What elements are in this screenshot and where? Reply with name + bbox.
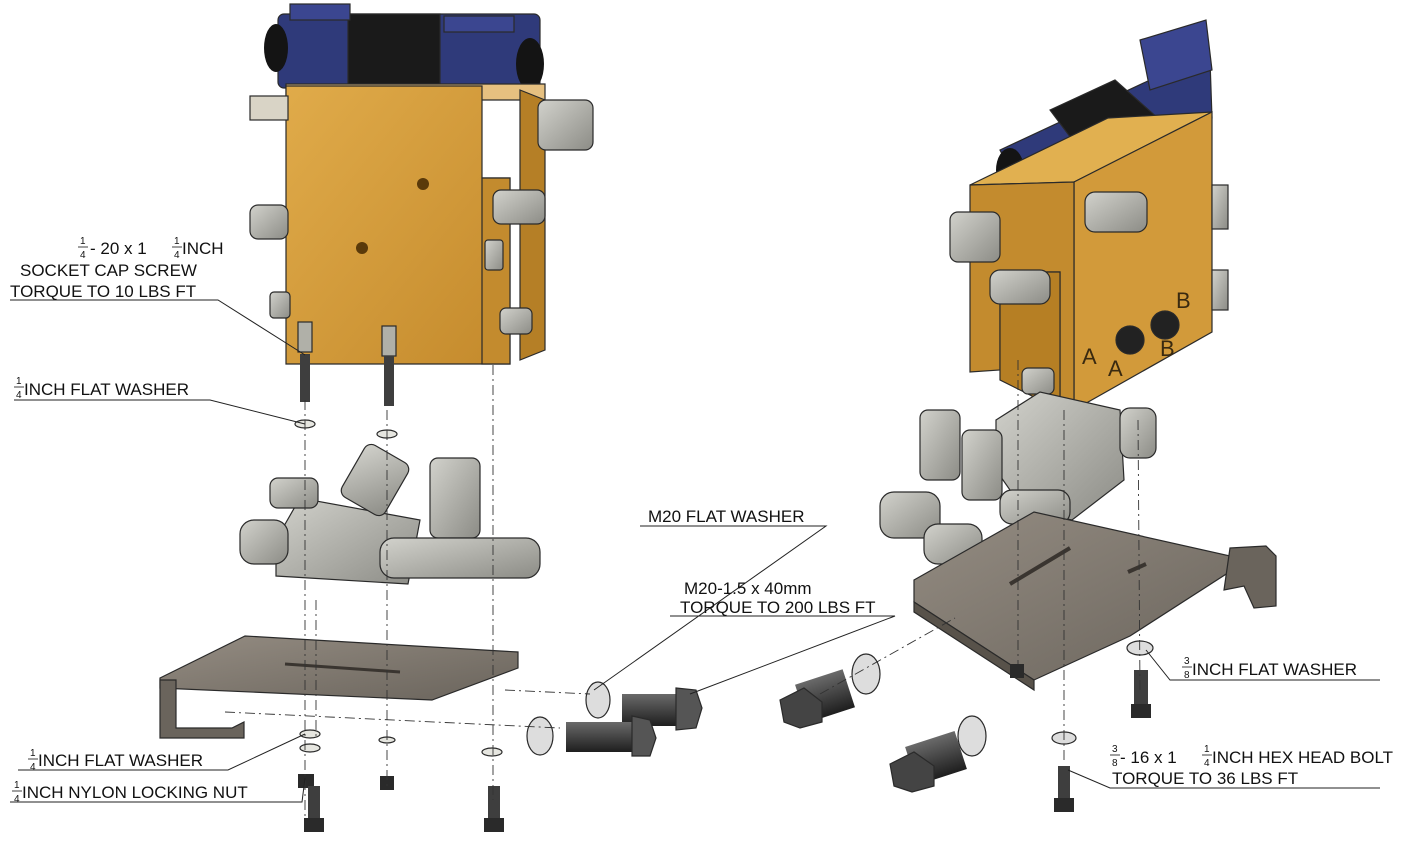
frac-num: 3 xyxy=(1112,744,1118,755)
left-fitting-block xyxy=(239,443,541,585)
label-hex-head-bolt: 3 8 - 16 x 1 1 4 INCH HEX HEAD BOLT TORQ… xyxy=(1110,744,1393,788)
label-m20-flat-washer: M20 FLAT WASHER xyxy=(648,507,805,526)
socket-cap-screw-torque: TORQUE TO 10 LBS FT xyxy=(10,282,196,301)
stamp-port-b-2: B xyxy=(1160,336,1175,361)
flat-washer-top-left-text: INCH FLAT WASHER xyxy=(24,380,189,399)
stamp-port-a-1: A xyxy=(1082,344,1097,369)
left-manifold-block xyxy=(249,83,594,365)
m20-bolt-torque: TORQUE TO 200 LBS FT xyxy=(680,598,876,617)
frac-den: 4 xyxy=(174,250,180,261)
label-nylon-nut: 1 4 INCH NYLON LOCKING NUT xyxy=(12,780,248,805)
left-assembly xyxy=(159,3,703,832)
frac-num: 1 xyxy=(14,780,20,791)
label-m20-bolt: M20-1.5 x 40mm TORQUE TO 200 LBS FT xyxy=(680,579,876,617)
label-flat-washer-right: 3 8 INCH FLAT WASHER xyxy=(1182,656,1357,681)
socket-cap-screw-size-mid: - 20 x 1 xyxy=(90,239,147,258)
right-fitting-block xyxy=(879,391,1157,565)
frac-den: 8 xyxy=(1184,670,1190,681)
socket-cap-screws-left xyxy=(297,321,397,406)
hex-bolt-torque: TORQUE TO 36 LBS FT xyxy=(1112,769,1298,788)
frac-num: 1 xyxy=(80,236,86,247)
left-centerlines xyxy=(224,365,591,820)
left-mounting-plate xyxy=(159,635,519,739)
nylon-nut-text: INCH NYLON LOCKING NUT xyxy=(22,783,248,802)
label-flat-washer-bottom-left: 1 4 INCH FLAT WASHER xyxy=(28,748,203,773)
m20-bolt-size: M20-1.5 x 40mm xyxy=(684,579,812,598)
hex-bolt-size-tail: INCH HEX HEAD BOLT xyxy=(1212,748,1393,767)
label-flat-washer-top-left: 1 4 INCH FLAT WASHER xyxy=(14,376,189,401)
left-solenoid-valve xyxy=(264,3,544,95)
right-assembly: A A B B xyxy=(779,19,1277,812)
frac-num: 1 xyxy=(1204,744,1210,755)
stamp-port-b-1: B xyxy=(1176,288,1191,313)
stamp-port-a-2: A xyxy=(1108,356,1123,381)
hex-bolt-size-mid: - 16 x 1 xyxy=(1120,748,1177,767)
frac-den: 4 xyxy=(14,794,20,805)
frac-den: 8 xyxy=(1112,758,1118,769)
frac-num: 1 xyxy=(16,376,22,387)
socket-cap-screw-name: SOCKET CAP SCREW xyxy=(20,261,197,280)
flat-washer-right-text: INCH FLAT WASHER xyxy=(1192,660,1357,679)
right-hardware xyxy=(779,640,1154,812)
leader-lines xyxy=(10,299,1380,803)
flat-washer-bottom-left-text: INCH FLAT WASHER xyxy=(38,751,203,770)
frac-num: 1 xyxy=(174,236,180,247)
frac-num: 1 xyxy=(30,748,36,759)
quarter-washers-top-left xyxy=(294,419,398,439)
right-centerlines xyxy=(819,360,1141,760)
m20-hardware xyxy=(526,681,703,757)
right-manifold-block xyxy=(949,111,1229,412)
frac-den: 4 xyxy=(1204,758,1210,769)
frac-num: 3 xyxy=(1184,656,1190,667)
label-socket-cap-screw: 1 4 - 20 x 1 1 4 INCH SOCKET CAP SCREW T… xyxy=(10,236,224,301)
frac-den: 4 xyxy=(16,390,22,401)
frac-den: 4 xyxy=(30,762,36,773)
socket-cap-screw-size-tail: INCH xyxy=(182,239,224,258)
left-lower-hardware xyxy=(298,729,504,832)
frac-den: 4 xyxy=(80,250,86,261)
